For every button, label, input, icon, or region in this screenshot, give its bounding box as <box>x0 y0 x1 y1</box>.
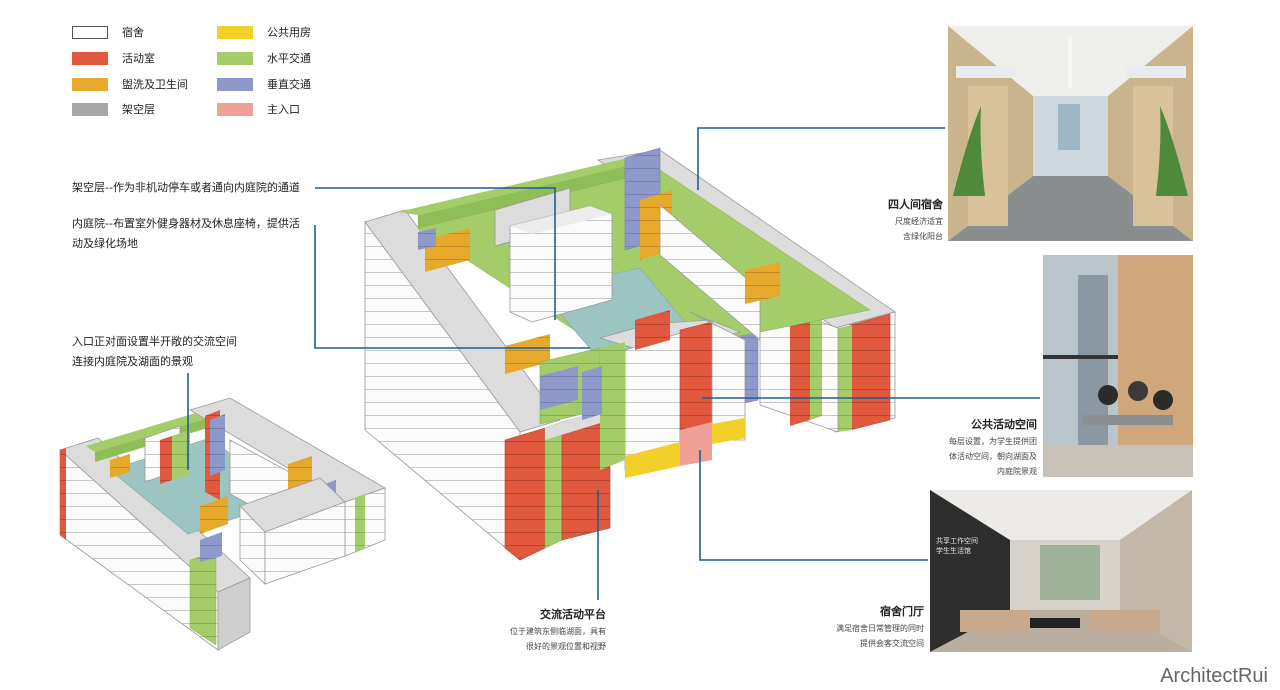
legend-label: 水平交通 <box>267 52 311 65</box>
small-building-model <box>59 397 386 651</box>
legend-swatch <box>72 51 108 65</box>
annotation-entrance-line1: 入口正对面设置半开敞的交流空间 <box>72 335 237 348</box>
caption-public-desc1: 每层设置，为学生提供团 <box>949 437 1037 446</box>
dorm-room-photo <box>948 26 1193 241</box>
legend-swatch <box>72 25 108 39</box>
lobby-sign-text: 共享工作空间 学生生活馆 <box>936 537 978 555</box>
legend-swatch <box>217 25 253 39</box>
caption-platform: 交流活动平台 位于建筑东侧临湖面，具有 很好的景观位置和视野 <box>510 606 606 654</box>
legend-label: 公共用房 <box>267 26 311 39</box>
legend-swatch <box>217 51 253 65</box>
annotation-pilotis: 架空层--作为非机动停车或者通向内庭院的通道 <box>72 181 300 194</box>
leader-lines <box>187 127 1040 600</box>
caption-dorm-title: 四人间宿舍 <box>888 198 943 211</box>
caption-lobby-title: 宿舍门厅 <box>880 605 924 618</box>
legend-item-pilotis: 架空层 <box>72 101 155 117</box>
caption-lobby-desc1: 满足宿舍日常管理的同时 <box>836 624 924 633</box>
legend-item-entrance: 主入口 <box>217 101 300 117</box>
legend-label: 盥洗及卫生间 <box>122 78 188 91</box>
annotation-courtyard-line2: 动及绿化场地 <box>72 237 138 250</box>
caption-platform-title: 交流活动平台 <box>540 608 606 621</box>
legend-item-horizontal: 水平交通 <box>217 50 311 66</box>
legend-item-public: 公共用房 <box>217 24 311 40</box>
legend-item-activity: 活动室 <box>72 50 155 66</box>
caption-public-space: 公共活动空间 每层设置，为学生提供团 体活动空间，朝向湖面及 内庭院景观 <box>949 416 1037 479</box>
legend-swatch <box>217 102 253 116</box>
caption-platform-desc2: 很好的景观位置和视野 <box>526 642 606 651</box>
caption-dorm: 四人间宿舍 尺度经济适宜 含绿化阳台 <box>888 196 943 244</box>
leader-pilotis <box>315 187 556 320</box>
leader-dorm <box>697 127 945 190</box>
legend-item-dorm: 宿舍 <box>72 24 144 40</box>
legend-swatch <box>72 102 108 116</box>
caption-platform-desc1: 位于建筑东侧临湖面，具有 <box>510 627 606 636</box>
public-space-photo <box>1043 255 1193 477</box>
caption-public-title: 公共活动空间 <box>971 418 1037 431</box>
annotation-courtyard-line1: 内庭院--布置室外健身器材及休息座椅，提供活 <box>72 217 300 230</box>
caption-lobby: 宿舍门厅 满足宿舍日常管理的同时 提供会客交流空间 <box>836 603 924 651</box>
legend-swatch <box>72 77 108 91</box>
caption-lobby-desc2: 提供会客交流空间 <box>860 639 924 648</box>
legend-label: 宿舍 <box>122 26 144 39</box>
legend-item-vertical: 垂直交通 <box>217 76 311 92</box>
legend-label: 垂直交通 <box>267 78 311 91</box>
caption-dorm-desc2: 含绿化阳台 <box>903 232 943 241</box>
lobby-photo: 共享工作空间 学生生活馆 <box>930 490 1192 652</box>
annotation-entrance-line2: 连接内庭院及湖面的景观 <box>72 355 193 368</box>
author-credit: ArchitectRui <box>1160 665 1268 687</box>
main-building-model <box>364 147 896 561</box>
caption-public-desc2: 体活动空间，朝向湖面及 <box>949 452 1037 461</box>
legend-swatch <box>217 77 253 91</box>
legend-label: 主入口 <box>267 103 300 116</box>
legend-label: 架空层 <box>122 103 155 116</box>
legend-label: 活动室 <box>122 52 155 65</box>
caption-public-desc3: 内庭院景观 <box>997 467 1037 476</box>
caption-dorm-desc1: 尺度经济适宜 <box>895 217 943 226</box>
legend-item-washroom: 盥洗及卫生间 <box>72 76 188 92</box>
leader-courtyard <box>314 225 590 349</box>
leader-lobby <box>699 450 928 561</box>
